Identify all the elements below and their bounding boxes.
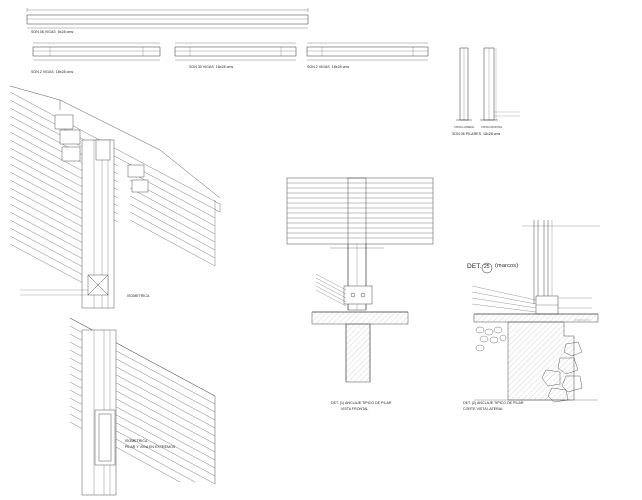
detail-2-title-number: 25 (484, 264, 490, 270)
beam-3-title: SON 2 VIGAS 18x28 cms (307, 65, 350, 69)
pillar-view-lateral: VISTA LATERAL (454, 125, 475, 129)
isometric-joint-1 (9, 85, 221, 309)
detail-2-title-prefix: DET. (467, 263, 482, 270)
isometric-joint-2 (69, 317, 216, 496)
detail-2-lateral-section (471, 220, 600, 403)
isometric-1-caption: ISOMETRICA (127, 294, 150, 298)
detail-1-caption-line1: DET. (1) ANCLAJE TIPICO DE PILAR (331, 401, 392, 405)
pillar-view-frontal: VISTA FRONTAL (481, 125, 503, 129)
isometric-2-caption-line2: PILAR Y VIGA EN EXTREMOS (125, 445, 176, 449)
top-beam-title: SON 08 VIGAS 8x28 cms (31, 30, 74, 34)
pillar-elevations (456, 47, 520, 121)
detail-1-frontal-anchor (286, 177, 434, 383)
detail-2-caption-line2: CORTE VISTA LATERAL (463, 407, 504, 411)
detail-1-caption-line2: VISTA FRONTAL (341, 407, 369, 411)
detail-2-title-suffix: (marcos) (495, 263, 519, 269)
beam-2-title: SON 30 VIGAS 18x28 cms (189, 65, 234, 69)
detail-2-caption-line1: DET. (2) ANCLAJE TIPICO DE PILAR (463, 401, 524, 405)
detail-2-number-circle (481, 262, 493, 274)
beam-row-elevations (32, 42, 429, 61)
beam-1-title: SON 2 VIGAS 18x28 cms (31, 70, 74, 74)
top-beam-elevation (26, 8, 309, 29)
pillars-title: SON 06 PILARES 18x28 cms (452, 132, 501, 136)
isometric-2-caption-line1: ISOMETRICA (125, 439, 148, 443)
